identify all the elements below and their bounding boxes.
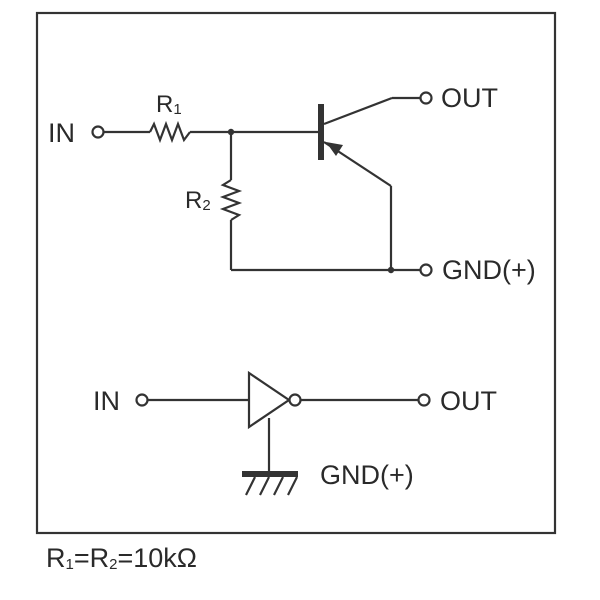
ground-icon xyxy=(242,471,298,496)
symbol-output-label: OUT xyxy=(440,386,497,416)
note-value: =10kΩ xyxy=(117,543,196,573)
resistor-value-note: R1=R2=10kΩ xyxy=(46,543,197,573)
equivalent-circuit: IN R1 R2 GND(+) OUT xyxy=(48,83,536,285)
note-r1-index: 1 xyxy=(66,556,74,573)
r2-resistor xyxy=(219,179,243,221)
r1-letter: R xyxy=(156,91,173,118)
circuit-ground-label: GND(+) xyxy=(442,255,536,285)
r1-index: 1 xyxy=(173,101,181,118)
r1-label: R1 xyxy=(156,91,182,118)
note-r1-letter: R xyxy=(46,543,66,573)
emitter-arrow xyxy=(326,142,343,156)
inverter-triangle xyxy=(247,370,291,430)
r2-label: R2 xyxy=(185,187,211,214)
inverter-bubble xyxy=(288,393,302,407)
symbol-output-terminal xyxy=(417,393,431,407)
transistor-collector-lead xyxy=(323,96,393,126)
note-equals: = xyxy=(74,543,90,573)
pnp-transistor xyxy=(318,96,420,270)
note-r2-letter: R xyxy=(90,543,110,573)
r1-resistor xyxy=(149,120,191,144)
circuit-output-terminal xyxy=(419,91,433,105)
circuit-output-label: OUT xyxy=(441,83,498,113)
symbol-input-label: IN xyxy=(93,386,120,416)
logic-symbol: IN OUT GND(+) xyxy=(93,370,497,496)
circuit-input-label: IN xyxy=(48,118,75,148)
r2-index: 2 xyxy=(202,197,210,214)
circuit-ground-terminal xyxy=(419,263,433,277)
note-r2-index: 2 xyxy=(109,556,117,573)
r2-letter: R xyxy=(185,187,202,214)
symbol-input-terminal xyxy=(135,393,149,407)
diagram-frame xyxy=(35,11,557,535)
symbol-ground-label: GND(+) xyxy=(320,460,414,490)
circuit-input-terminal xyxy=(91,125,105,139)
